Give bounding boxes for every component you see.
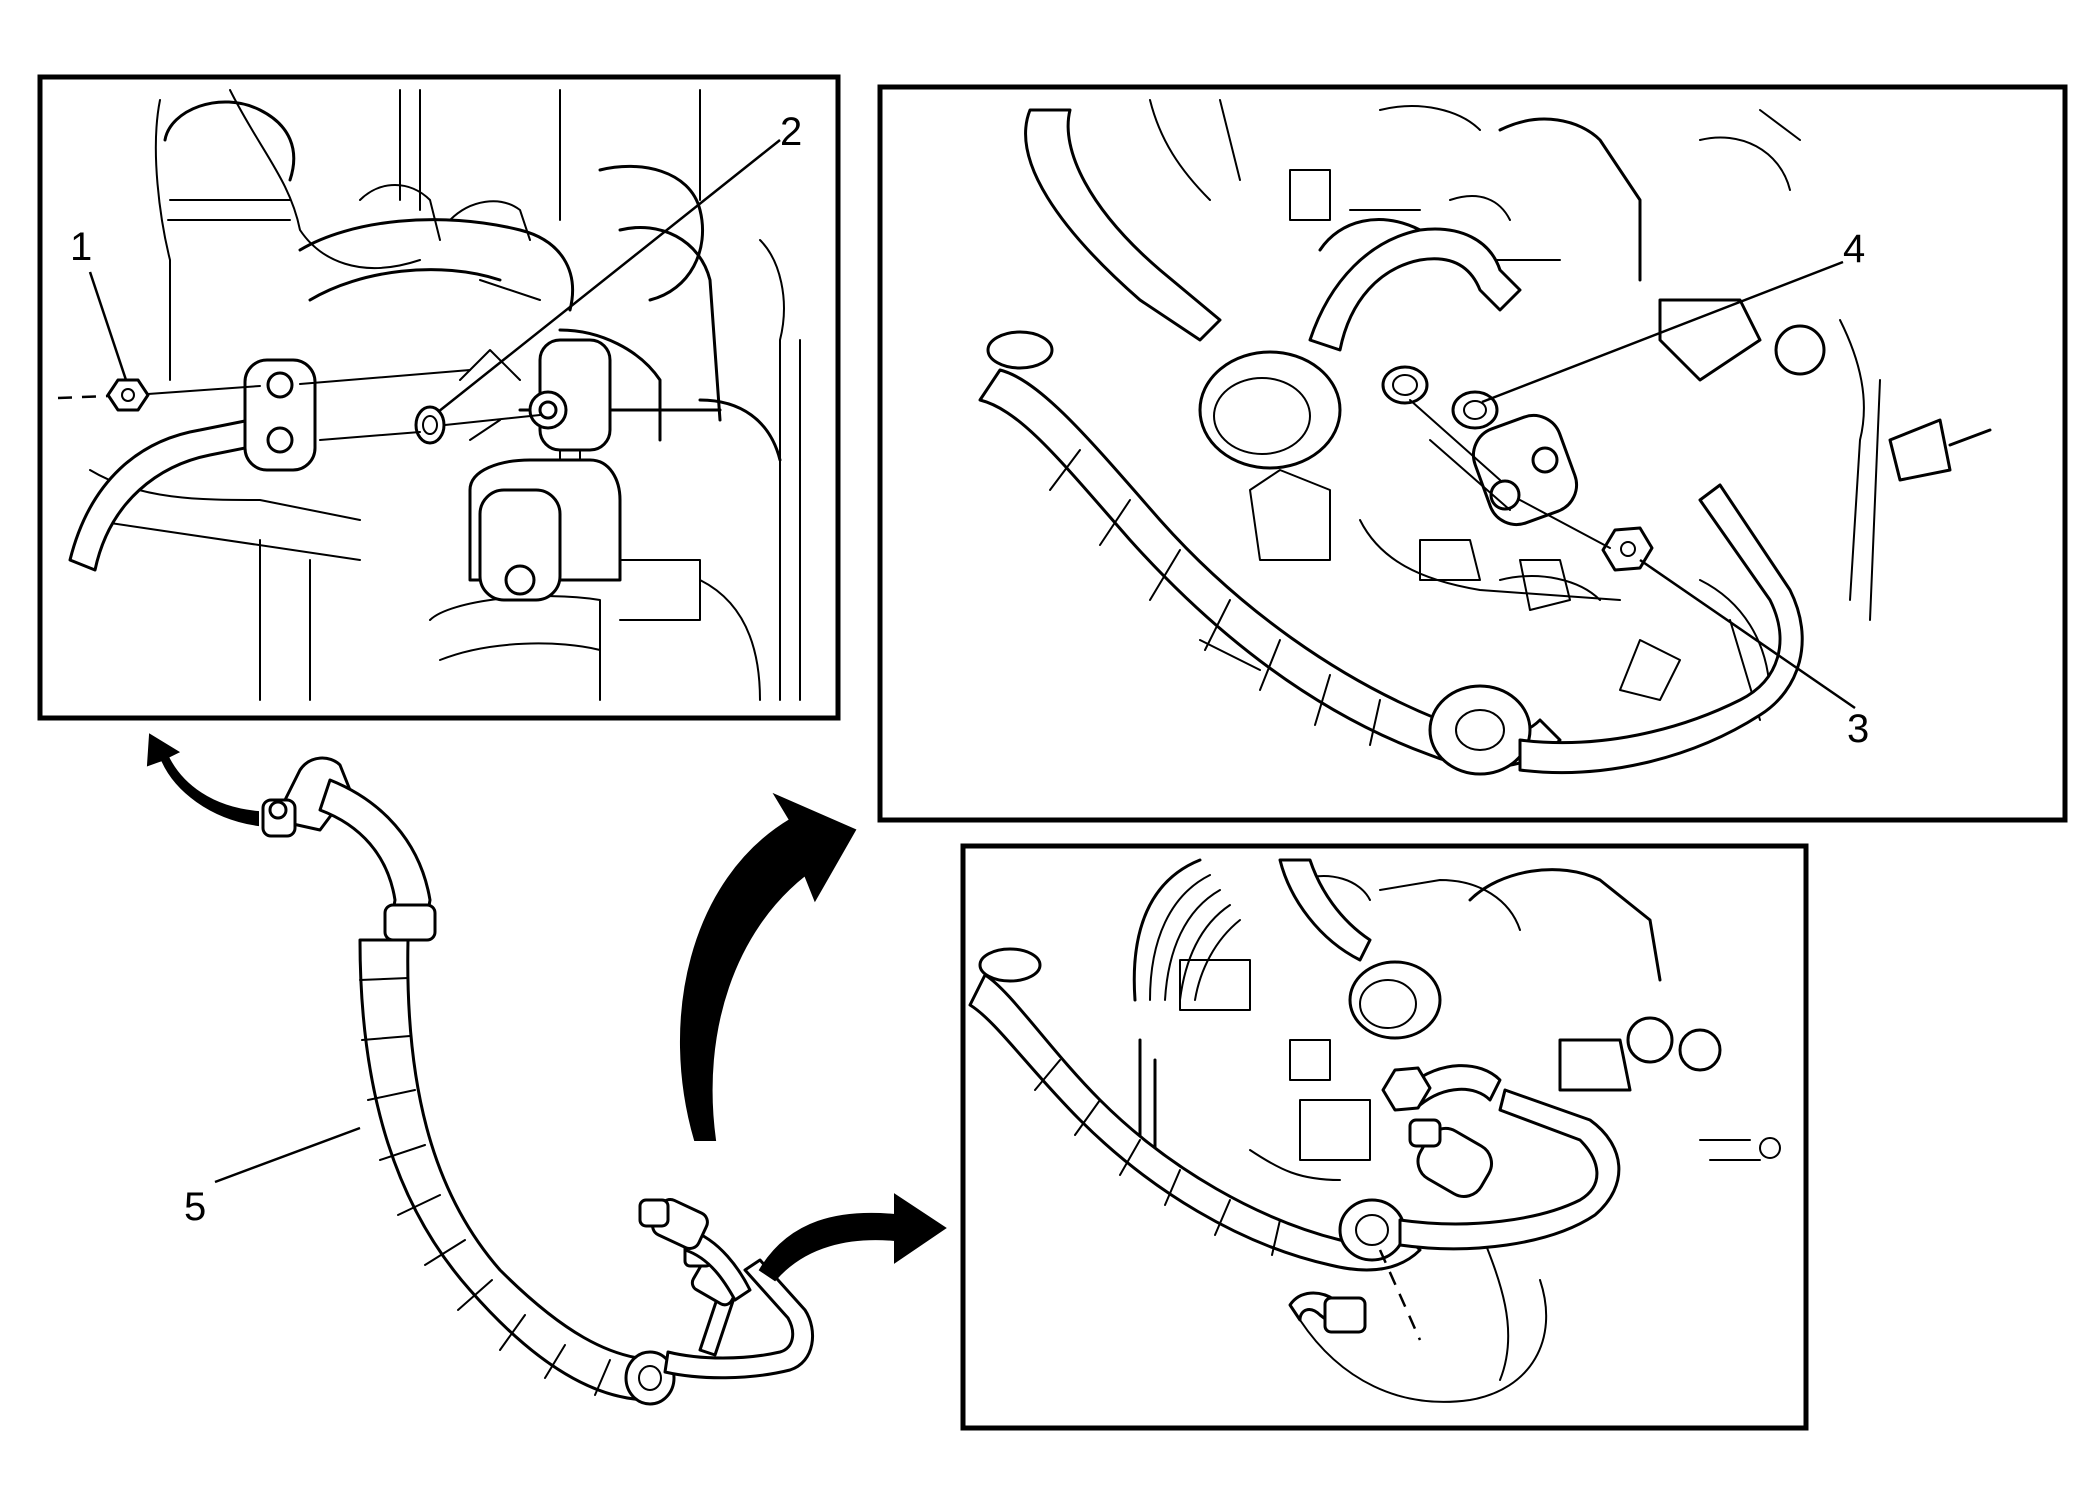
inset-bottom-right-frame xyxy=(960,843,1809,1431)
muffler xyxy=(1428,684,1532,776)
manifold-port xyxy=(528,338,612,452)
fitting-nut-lower xyxy=(1381,1066,1432,1112)
hose-crimp-ferrule xyxy=(383,903,437,942)
leader-line-5 xyxy=(214,1126,361,1184)
callout-1: 1 xyxy=(70,225,92,269)
pipe-to-compressor xyxy=(1308,227,1522,352)
inset-top-left-artwork xyxy=(89,89,801,701)
fitting-block-upper xyxy=(243,358,317,472)
inset-top-right: 4 3 xyxy=(877,84,2068,823)
guide-line-stud xyxy=(57,394,109,400)
compressor-end-cap-lower xyxy=(1348,960,1442,1040)
hose-wrap-bands-center xyxy=(359,977,611,1396)
sensor-connector xyxy=(1288,1279,1548,1403)
hose-metal-tube xyxy=(663,1258,815,1380)
hose-wrap-bands-lower xyxy=(1034,1059,1281,1256)
hose-assembly-removed: 5 xyxy=(184,756,815,1406)
pipe-lower-inset xyxy=(1398,1088,1621,1251)
leader-line-2 xyxy=(437,139,781,413)
guide-line-upper xyxy=(147,369,471,395)
leader-line-1 xyxy=(88,271,128,381)
inset-top-right-frame xyxy=(877,84,2068,823)
callout-2: 2 xyxy=(780,110,802,154)
pipe-to-nut-lower xyxy=(1408,1064,1502,1107)
callout-5: 5 xyxy=(184,1185,206,1229)
arrow-to-bottom-right xyxy=(758,1193,947,1282)
fitting-block-lower xyxy=(478,488,562,602)
discharge-line-upper xyxy=(1024,108,1222,342)
guide-line-top-right xyxy=(1409,399,1611,549)
hose-end-lower-inset xyxy=(978,947,1042,983)
seal-callout-4-part xyxy=(1451,390,1499,430)
inset-bottom-right-artwork xyxy=(1132,858,1781,1381)
leader-line-4 xyxy=(1481,260,1844,404)
inset-top-left: 1 2 xyxy=(37,74,841,721)
nut-callout-3-part xyxy=(1601,526,1654,572)
nut-callout-1-part xyxy=(106,378,150,412)
inset-bottom-right xyxy=(960,843,1809,1431)
pipe-to-fitting xyxy=(1518,483,1804,775)
hose-end-upper xyxy=(986,330,1054,370)
compressor-end-cap xyxy=(1198,350,1342,470)
hose-wrapped-section xyxy=(358,938,662,1402)
guide-line-lower xyxy=(319,414,541,441)
pressure-sensor xyxy=(1408,1118,1493,1198)
guide-line-sensor-lead xyxy=(1378,1249,1422,1341)
discharge-hose-wrapped xyxy=(978,368,1562,769)
seal-callout-2-part xyxy=(414,405,446,445)
callout-4: 4 xyxy=(1843,227,1865,271)
port-ring-left xyxy=(1381,365,1429,405)
arrow-to-top-right xyxy=(680,792,857,1141)
inset-top-left-frame xyxy=(37,74,841,721)
callout-3: 3 xyxy=(1847,707,1869,751)
muffler-lower xyxy=(1338,1198,1406,1262)
hose-wrap-bands xyxy=(1049,449,1381,746)
hose-end-fitting xyxy=(638,1198,752,1302)
discharge-line-upper-lower-inset xyxy=(1278,858,1372,962)
hose-muffler-end xyxy=(624,1350,676,1406)
leader-line-3 xyxy=(1639,558,1856,710)
arrow-to-top-left xyxy=(146,733,259,827)
